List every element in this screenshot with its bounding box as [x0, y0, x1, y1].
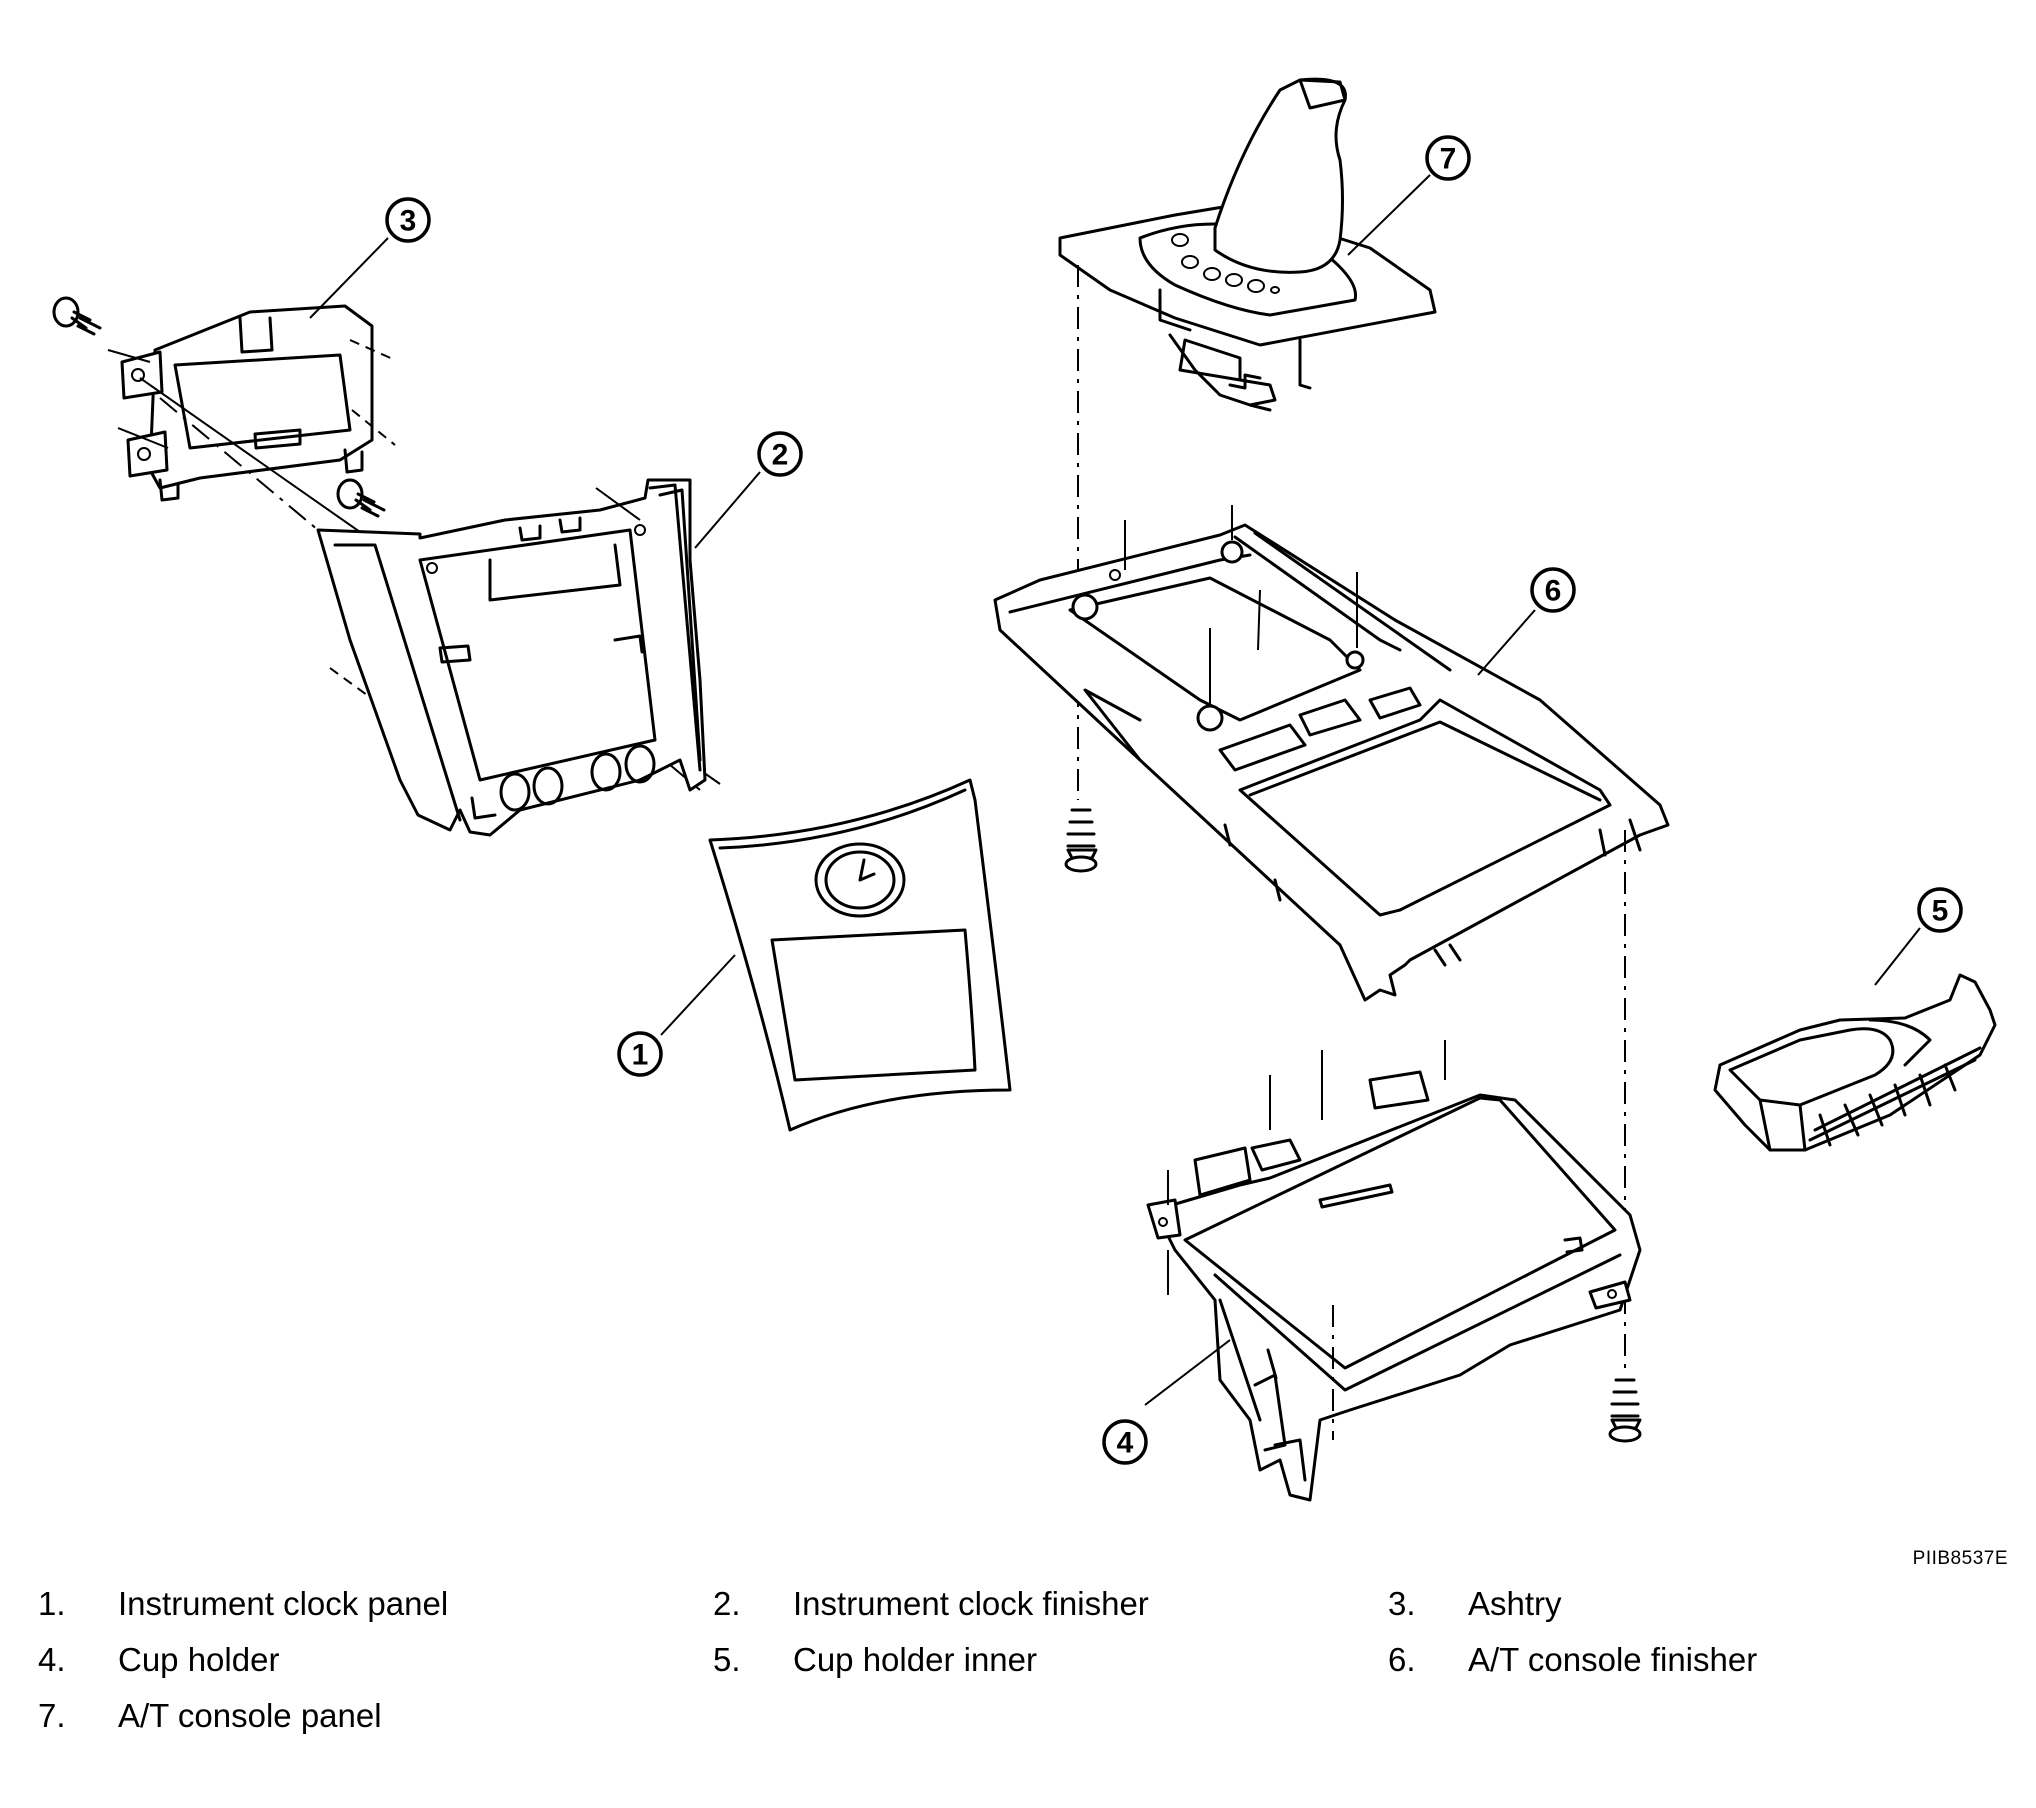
- callout-1: 1: [617, 1031, 663, 1077]
- clip-screw-top-left: [52, 296, 102, 336]
- legend-name: Cup holder inner: [793, 1641, 1037, 1678]
- callout-6-number: 6: [1545, 575, 1562, 608]
- legend-number: 4.: [38, 1641, 66, 1678]
- legend-name: Cup holder: [118, 1641, 280, 1678]
- leader-line-7: [1347, 174, 1431, 256]
- legend-number: 2.: [713, 1585, 741, 1622]
- callout-3-number: 3: [400, 205, 417, 238]
- callout-5: 5: [1917, 887, 1963, 933]
- legend-number: 1.: [38, 1585, 66, 1622]
- legend-name: Instrument clock finisher: [793, 1585, 1149, 1622]
- instrument-clock-finisher-part: [316, 478, 707, 837]
- callout-4: 4: [1102, 1419, 1148, 1465]
- legend-name: A/T console finisher: [1468, 1641, 1758, 1678]
- at-console-panel-part: [1058, 77, 1437, 412]
- screw-right: [1608, 1378, 1642, 1443]
- legend-number: 3.: [1388, 1585, 1416, 1622]
- callout-7-number: 7: [1440, 143, 1457, 176]
- leader-line-1: [660, 954, 736, 1036]
- callout-6: 6: [1530, 567, 1576, 613]
- leader-line-6: [1477, 609, 1536, 676]
- leader-line-3: [309, 237, 389, 319]
- legend-name: Instrument clock panel: [118, 1585, 449, 1622]
- cup-holder-part: [1146, 1040, 1642, 1502]
- instrument-clock-panel-part: [708, 778, 1012, 1132]
- callout-7: 7: [1425, 135, 1471, 181]
- callout-3: 3: [385, 197, 431, 243]
- at-console-finisher-part: [993, 505, 1670, 1002]
- screw-left: [1064, 808, 1098, 873]
- clip-screw-center: [336, 478, 386, 518]
- legend-number: 5.: [713, 1641, 741, 1678]
- callout-4-number: 4: [1117, 1427, 1134, 1460]
- legend-name: A/T console panel: [118, 1697, 382, 1734]
- figure-code: PIIB8537E: [1912, 1548, 2008, 1569]
- legend-number: 6.: [1388, 1641, 1416, 1678]
- callout-1-number: 1: [632, 1039, 649, 1072]
- legend-number: 7.: [38, 1697, 66, 1734]
- legend-name: Ashtry: [1468, 1585, 1562, 1622]
- exploded-parts-diagram: 3 2 1 7 6 5 4: [52, 77, 1997, 1502]
- ashtray-part: [107, 304, 396, 502]
- leader-line-2: [694, 471, 761, 549]
- callout-5-number: 5: [1932, 895, 1949, 928]
- callout-2-number: 2: [772, 439, 789, 472]
- callout-2: 2: [757, 431, 803, 477]
- leader-line-4: [1144, 1339, 1231, 1406]
- cup-holder-inner-part: [1713, 973, 1997, 1152]
- leader-line-5: [1874, 927, 1921, 986]
